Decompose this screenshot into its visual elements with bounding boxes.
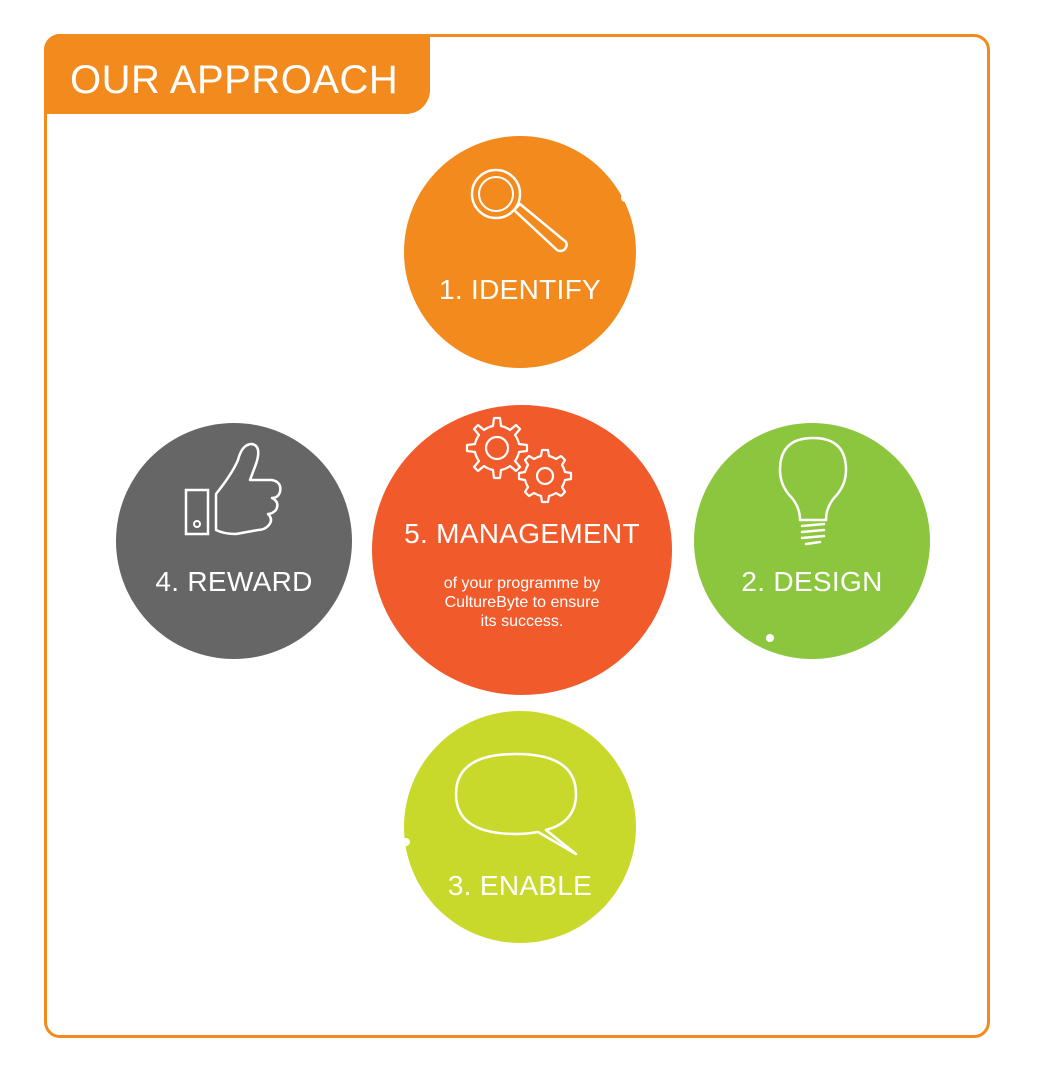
step-identify-label: 1. IDENTIFY (439, 274, 601, 305)
connector-dot (402, 838, 410, 846)
speech-bubble-icon (452, 750, 586, 862)
connector-dot (621, 194, 629, 202)
gears-icon (462, 414, 574, 504)
step-design-label: 2. DESIGN (741, 566, 883, 597)
thumbs-up-icon (180, 438, 290, 538)
header-tab (44, 34, 430, 114)
lightbulb-icon (774, 434, 852, 552)
step-management-description-line3: its success. (480, 613, 564, 630)
connector-dot (766, 634, 774, 642)
step-management-circle (372, 405, 672, 695)
step-management-description-line1: of your programme by (443, 575, 601, 592)
step-design-circle (694, 423, 930, 659)
step-enable-circle (404, 711, 636, 943)
step-reward-label: 4. REWARD (155, 566, 313, 597)
content-frame (44, 34, 990, 1038)
connector-dot (183, 420, 191, 428)
step-management-description-line2: CultureByte to ensure (444, 594, 600, 611)
step-identify-circle (404, 136, 636, 368)
page-title: OUR APPROACH (70, 58, 399, 102)
search-icon (466, 164, 570, 256)
step-enable-label: 3. ENABLE (447, 870, 593, 901)
step-reward-circle (116, 423, 352, 659)
step-management-label: 5. MANAGEMENT (404, 518, 640, 549)
